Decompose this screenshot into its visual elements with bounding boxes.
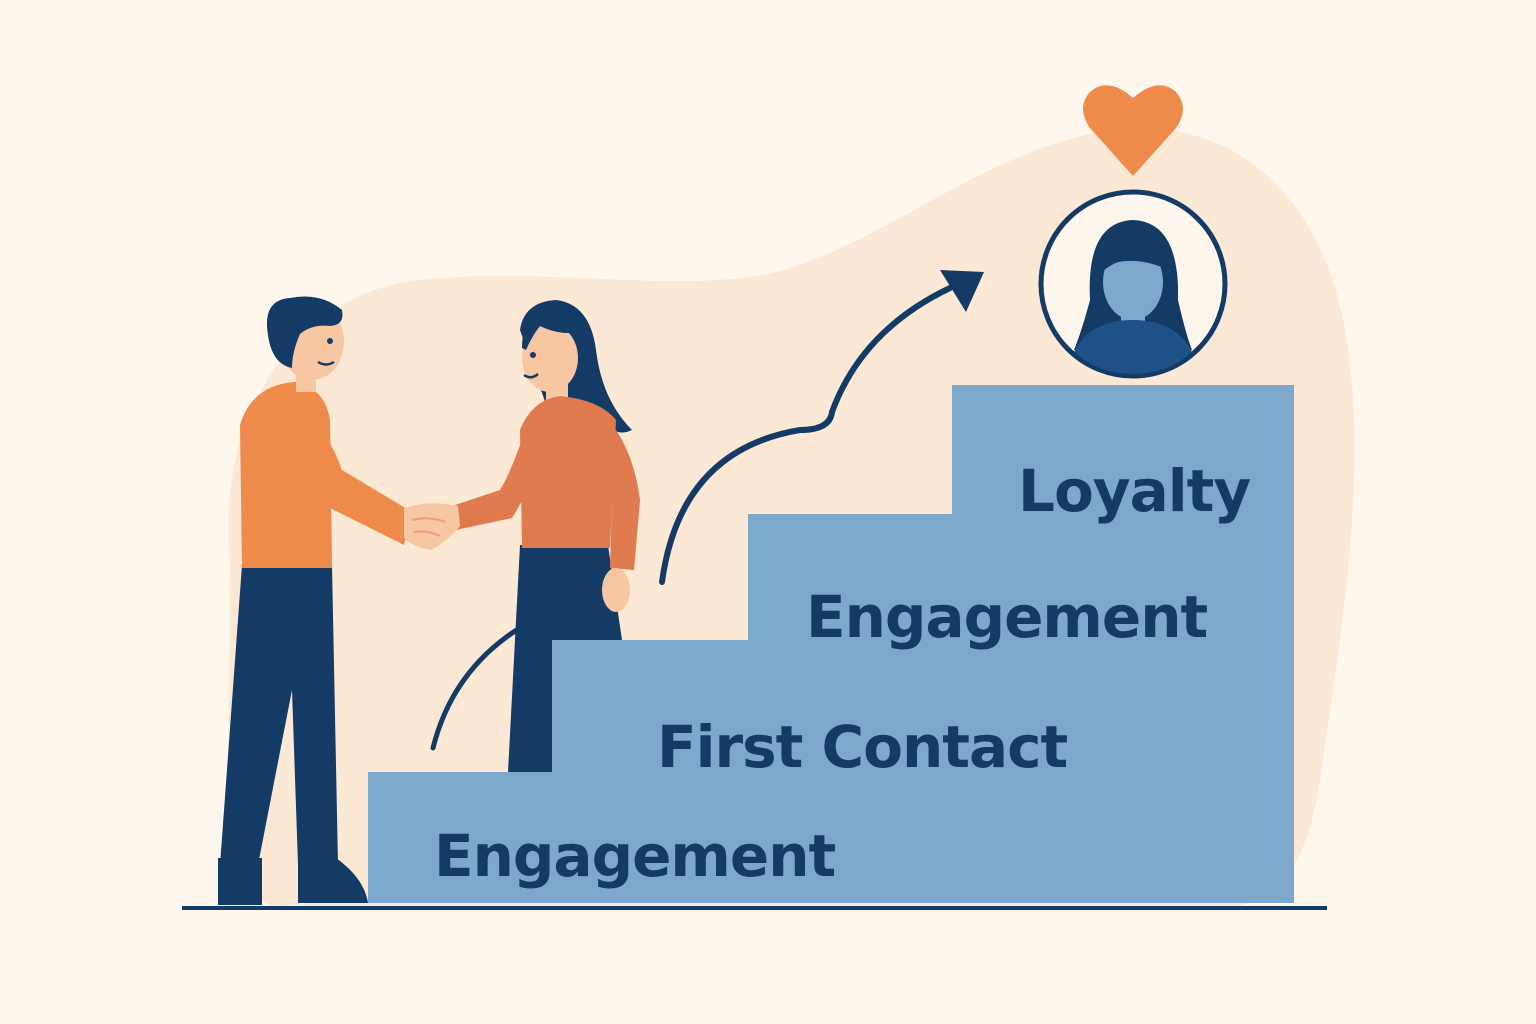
step-label-4: Loyalty	[1018, 457, 1250, 525]
curved-arrow-icon	[659, 270, 984, 585]
step-label-2: First Contact	[657, 713, 1067, 781]
man-figure	[218, 296, 412, 905]
heart-icon	[1083, 85, 1183, 176]
step-label-3: Engagement	[806, 583, 1207, 651]
small-arc	[430, 597, 583, 751]
step-label-1: Engagement	[434, 822, 835, 890]
staircase	[368, 385, 1294, 903]
woman-avatar-icon	[1038, 189, 1228, 379]
woman-figure	[452, 300, 640, 772]
handshake	[404, 503, 460, 550]
